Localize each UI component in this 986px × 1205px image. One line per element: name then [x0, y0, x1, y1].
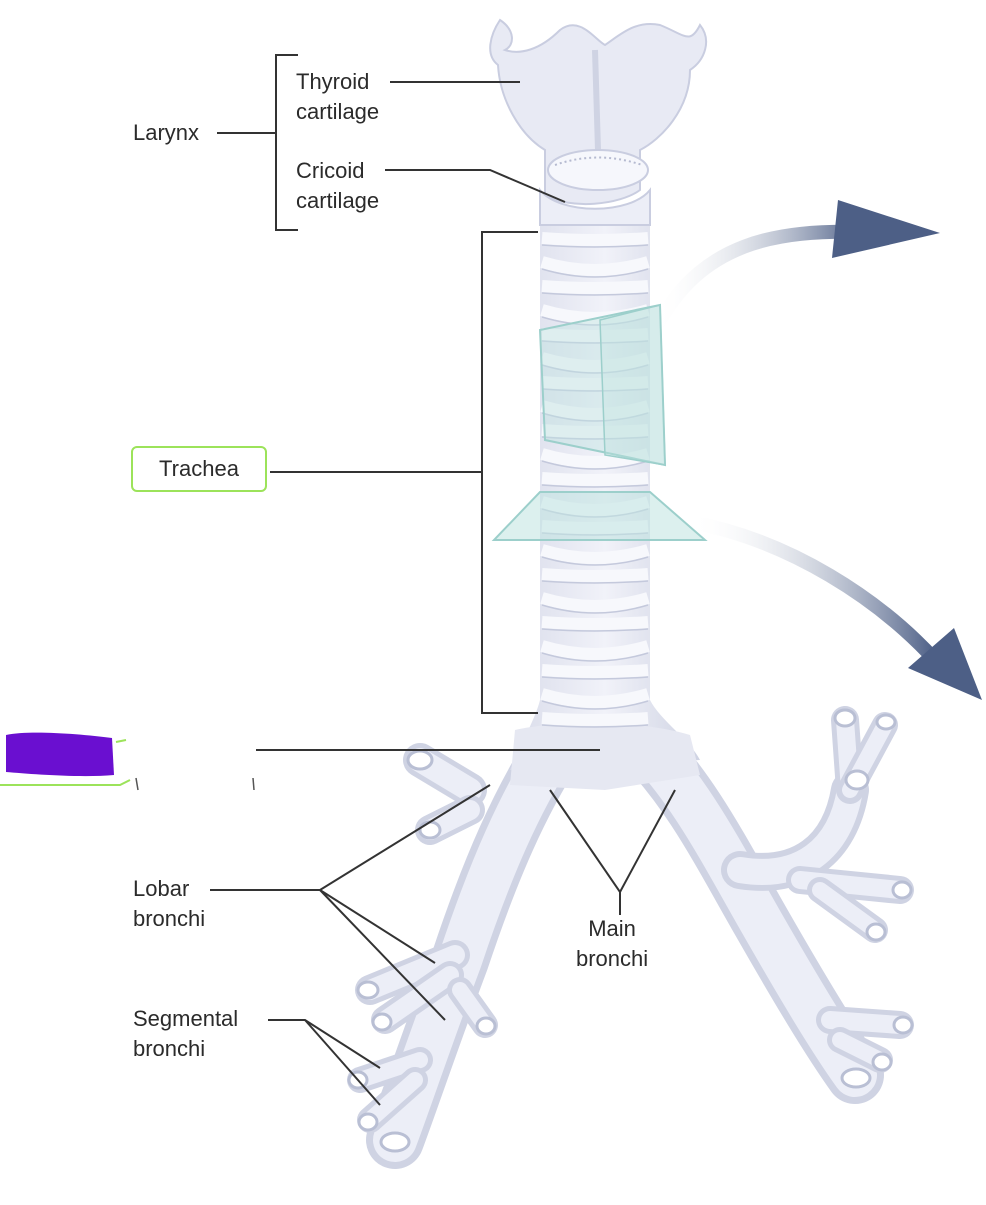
trachea-label-box: Trachea: [131, 446, 267, 492]
cartilage-ring: [540, 352, 650, 372]
cartilage-ring: [540, 640, 650, 660]
cartilage-ring: [540, 544, 650, 564]
trachea-label: Trachea: [159, 456, 239, 481]
redacted-label-area: [0, 732, 255, 791]
cartilage-ring-edge: [541, 580, 649, 584]
cartilage-ring: [540, 592, 650, 612]
cartilage-ring: [541, 616, 649, 630]
tracheal-cartilage-rings: [540, 232, 650, 728]
cartilage-ring-edge: [541, 652, 649, 662]
cartilage-ring-edge: [541, 244, 649, 248]
cartilage-ring-edge: [541, 724, 649, 728]
section-planes: [491, 303, 708, 541]
cartilage-ring-edge: [541, 484, 649, 488]
cartilage-ring-edge: [541, 556, 649, 566]
cartilage-ring-edge: [541, 388, 649, 392]
cartilage-ring-edge: [541, 412, 649, 422]
cartilage-ring: [541, 232, 649, 246]
cartilage-ring-edge: [541, 628, 649, 632]
cartilage-ring-edge: [541, 316, 649, 326]
cartilage-ring: [541, 664, 649, 678]
larynx-label: Larynx: [133, 120, 200, 145]
lower-section-arrow: [683, 515, 982, 700]
bronchial-tree: [347, 706, 914, 1169]
cartilage-ring-edge: [541, 676, 649, 680]
cartilage-ring: [541, 280, 649, 294]
cartilage-ring-edge: [541, 460, 649, 470]
cartilage-ring: [540, 400, 650, 420]
main-bronchi-label: Main bronchi: [576, 916, 649, 971]
cartilage-ring-edge: [541, 268, 649, 278]
cartilage-ring-edge: [541, 340, 649, 344]
lobar-bronchi-label: Lobar bronchi: [133, 876, 206, 931]
cartilage-ring-edge: [541, 364, 649, 374]
cartilage-ring: [541, 712, 649, 726]
upper-section-arrow: [648, 200, 940, 337]
segmental-bronchi-label: Segmental bronchi: [133, 1006, 239, 1061]
cartilage-ring: [540, 256, 650, 276]
cartilage-ring: [541, 568, 649, 582]
cartilage-ring: [541, 472, 649, 486]
cartilage-ring-edge: [541, 292, 649, 296]
cartilage-ring-edge: [541, 700, 649, 710]
cartilage-ring: [541, 424, 649, 438]
larynx-illustration: [489, 18, 708, 226]
leader-lines: [210, 54, 676, 1106]
thyroid-cartilage-label: Thyroid cartilage: [296, 69, 380, 124]
cartilage-ring-edge: [541, 436, 649, 440]
cartilage-ring: [541, 376, 649, 390]
bronchi-cut-ends: [347, 708, 914, 1153]
cartilage-ring: [540, 688, 650, 708]
cartilage-ring-edge: [541, 604, 649, 614]
cartilage-ring: [541, 328, 649, 342]
cartilage-ring: [540, 448, 650, 468]
cricoid-cartilage-label: Cricoid cartilage: [296, 158, 380, 213]
